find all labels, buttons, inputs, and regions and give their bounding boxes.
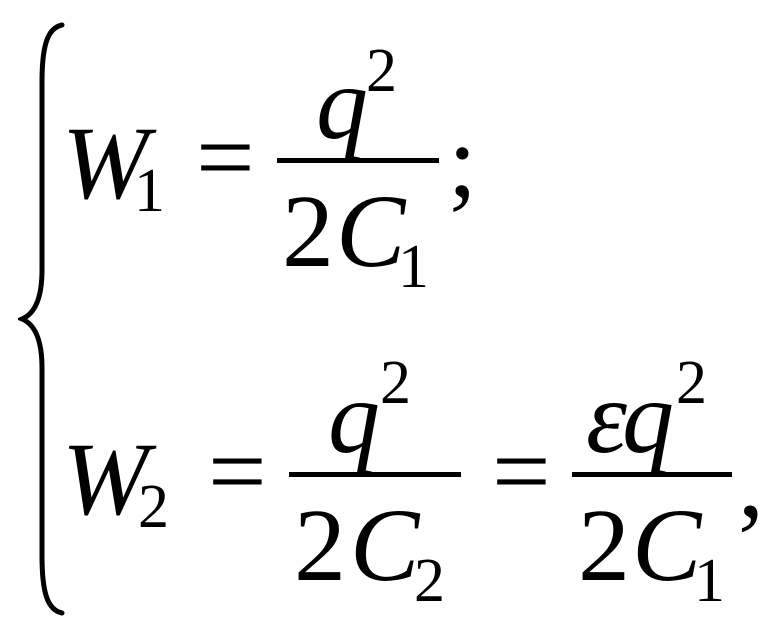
denominator-subscript: 1 [398,233,429,301]
equals-sign: = [196,100,255,215]
fraction-bar [289,472,461,477]
numerator-q: q [316,46,368,161]
denominator-coefficient: 2 [282,174,334,289]
denominator-c: C [632,488,702,603]
denominator-c: C [350,488,420,603]
denominator-coefficient: 2 [578,488,630,603]
semicolon: ; [448,104,477,219]
comma: , [738,424,764,539]
fraction-bar [572,472,732,477]
numerator-exponent: 2 [366,37,397,105]
equals-sign-2: = [492,414,551,529]
numerator-epsilon: ε [586,360,627,475]
w1-subscript: 1 [134,157,165,225]
w2-subscript: 2 [138,473,169,541]
numerator-q: q [622,360,674,475]
fraction-bar [277,158,439,163]
equals-sign: = [208,414,267,529]
denominator-c: C [336,174,406,289]
numerator-q: q [328,360,380,475]
denominator-subscript: 1 [694,547,725,615]
denominator-coefficient: 2 [294,488,346,603]
denominator-subscript: 2 [414,547,445,615]
w1-symbol: W [62,106,149,221]
left-curly-brace [18,22,65,616]
w2-symbol: W [62,422,149,537]
numerator-exponent: 2 [676,349,707,417]
numerator-exponent: 2 [380,349,411,417]
